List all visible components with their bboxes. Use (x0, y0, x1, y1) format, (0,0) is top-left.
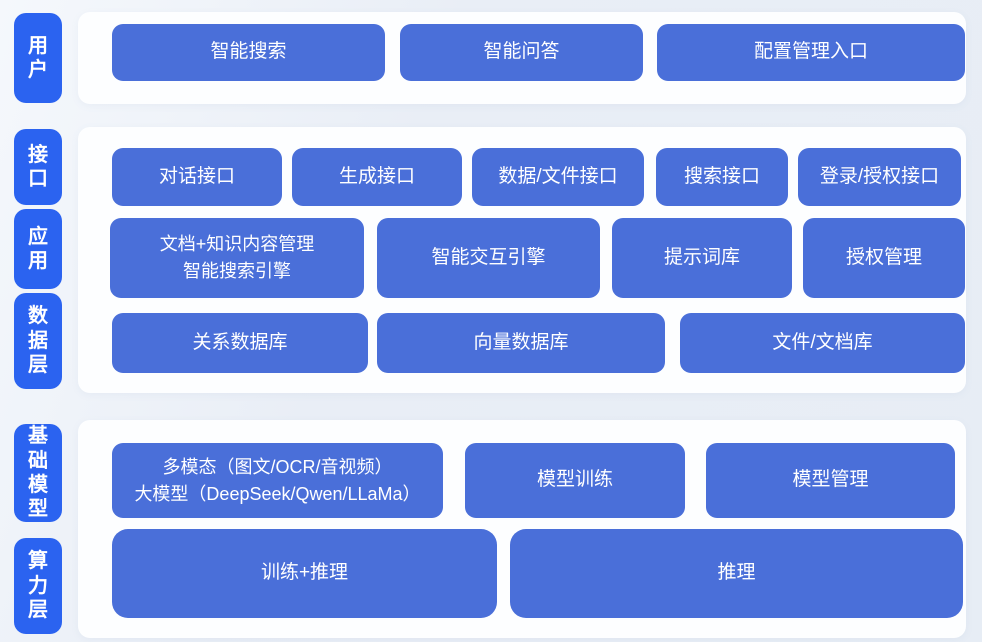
box-doc-knowledge-search-engine-line1: 文档+知识内容管理 (159, 234, 315, 254)
box-inference: 推理 (510, 529, 963, 618)
box-doc-knowledge-search-engine-line2: 智能搜索引擎 (183, 261, 291, 281)
layer-label-user-text: 用户 (28, 34, 48, 81)
box-auth-management-label: 授权管理 (845, 246, 922, 268)
layer-label-compute: 算力层 (14, 538, 62, 634)
layer-label-api-text: 接口 (28, 143, 48, 190)
layer-label-data-text: 数据层 (28, 305, 48, 377)
box-search-api: 搜索接口 (656, 148, 788, 206)
box-login-auth-api: 登录/授权接口 (798, 148, 961, 206)
layer-label-foundation-model-text: 基础模型 (28, 425, 48, 521)
box-intelligent-qa: 智能问答 (400, 24, 643, 81)
box-relational-db: 关系数据库 (112, 313, 368, 373)
layer-label-compute-text: 算力层 (28, 550, 48, 622)
box-data-file-api: 数据/文件接口 (472, 148, 644, 206)
box-model-management: 模型管理 (706, 443, 955, 518)
box-auth-management: 授权管理 (803, 218, 965, 298)
box-file-doc-store-label: 文件/文档库 (772, 331, 873, 353)
box-model-training-label: 模型训练 (536, 469, 613, 491)
box-prompt-library-label: 提示词库 (663, 246, 740, 268)
box-vector-db-label: 向量数据库 (473, 331, 569, 353)
box-intelligent-qa-label: 智能问答 (483, 41, 560, 63)
box-generation-api: 生成接口 (292, 148, 462, 206)
box-inference-label: 推理 (717, 562, 756, 584)
layer-label-application-text: 应用 (28, 225, 48, 272)
box-model-training: 模型训练 (465, 443, 685, 518)
box-prompt-library: 提示词库 (612, 218, 792, 298)
box-config-management-entry-label: 配置管理入口 (753, 41, 868, 63)
box-config-management-entry: 配置管理入口 (657, 24, 965, 81)
box-dialogue-api: 对话接口 (112, 148, 282, 206)
layer-label-user: 用户 (14, 13, 62, 103)
box-dialogue-api-label: 对话接口 (158, 165, 235, 187)
box-model-management-label: 模型管理 (792, 469, 869, 491)
box-training-inference-label: 训练+推理 (260, 562, 349, 584)
box-interaction-engine: 智能交互引擎 (377, 218, 600, 298)
box-search-api-label: 搜索接口 (683, 165, 760, 187)
layer-label-api: 接口 (14, 129, 62, 205)
box-interaction-engine-label: 智能交互引擎 (431, 246, 546, 268)
box-login-auth-api-label: 登录/授权接口 (819, 165, 940, 187)
box-doc-knowledge-search-engine: 文档+知识内容管理 智能搜索引擎 (110, 218, 364, 298)
box-training-inference: 训练+推理 (112, 529, 497, 618)
box-generation-api-label: 生成接口 (338, 165, 415, 187)
layer-label-data: 数据层 (14, 293, 62, 389)
layer-label-foundation-model: 基础模型 (14, 424, 62, 522)
box-intelligent-search: 智能搜索 (112, 24, 385, 81)
box-file-doc-store: 文件/文档库 (680, 313, 965, 373)
box-multimodal-llm: 多模态（图文/OCR/音视频） 大模型（DeepSeek/Qwen/LLaMa） (112, 443, 443, 518)
box-multimodal-llm-line1: 多模态（图文/OCR/音视频） (162, 456, 393, 477)
box-vector-db: 向量数据库 (377, 313, 665, 373)
box-relational-db-label: 关系数据库 (192, 331, 288, 353)
box-data-file-api-label: 数据/文件接口 (498, 165, 618, 187)
layer-label-application: 应用 (14, 209, 62, 289)
box-multimodal-llm-line2: 大模型（DeepSeek/Qwen/LLaMa） (134, 483, 421, 504)
box-intelligent-search-label: 智能搜索 (210, 41, 287, 63)
